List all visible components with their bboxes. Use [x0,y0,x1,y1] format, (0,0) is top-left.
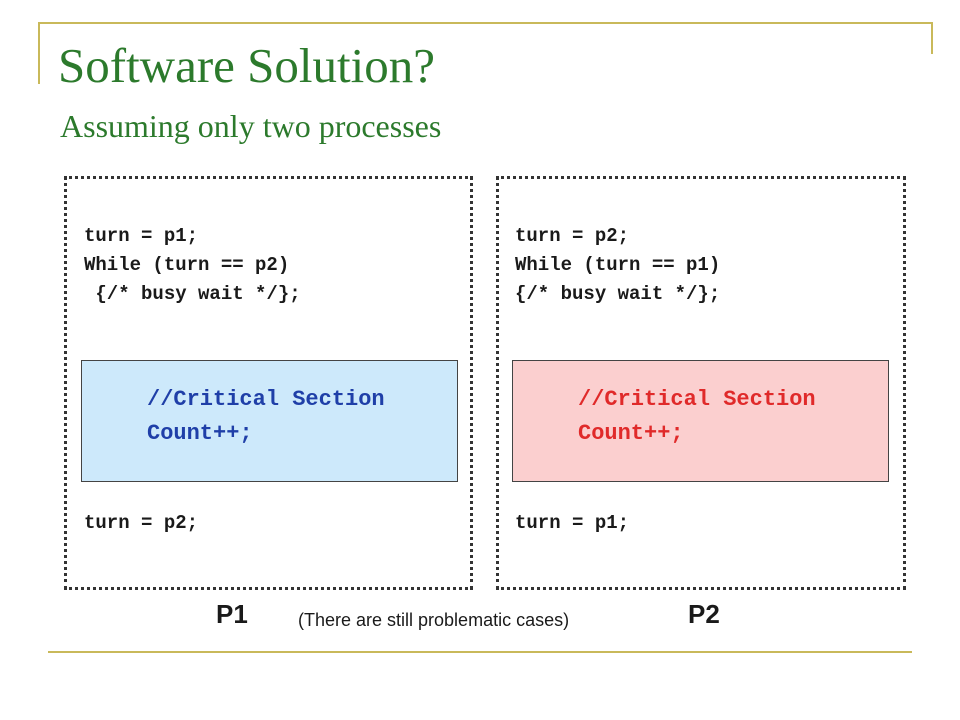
frame-right-line [931,22,933,54]
frame-bottom-line [48,651,912,653]
p2-code-line-1: turn = p2; [515,225,630,247]
p1-critical-section-box [81,360,458,482]
p1-code-line-3: {/* busy wait */}; [84,283,301,305]
p1-code-panel [64,176,473,590]
slide-title: Software Solution? [58,38,435,93]
frame-left-line [38,22,40,84]
p2-exit-line: turn = p1; [515,512,630,534]
p2-code-panel [496,176,906,590]
p2-critical-section-box [512,360,889,482]
p2-code-line-3: {/* busy wait */}; [515,283,721,305]
slide-subtitle: Assuming only two processes [60,108,442,144]
p1-code-line-1: turn = p1; [84,225,199,247]
frame-top-line [38,22,932,24]
p1-label: P1 [216,599,248,629]
p1-critical-section-comment: //Critical Section [147,387,385,412]
p2-critical-section-statement: Count++; [578,421,684,446]
p2-critical-section-comment: //Critical Section [578,387,816,412]
p1-exit-line: turn = p2; [84,512,199,534]
p2-code-line-2: While (turn == p1) [515,254,721,276]
p1-code-line-2: While (turn == p2) [84,254,290,276]
p1-critical-section-statement: Count++; [147,421,253,446]
p2-label: P2 [688,599,720,629]
note-text: (There are still problematic cases) [298,610,570,630]
